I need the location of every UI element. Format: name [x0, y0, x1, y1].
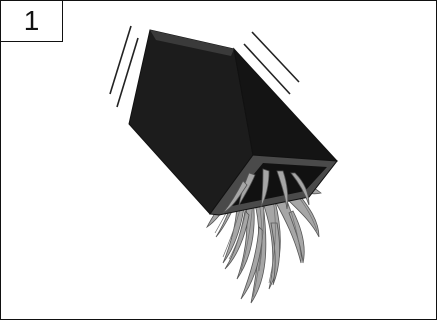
motion-lines-left-icon [110, 26, 138, 107]
step-number-badge: 1 [1, 1, 63, 42]
pot-icon [129, 30, 337, 215]
